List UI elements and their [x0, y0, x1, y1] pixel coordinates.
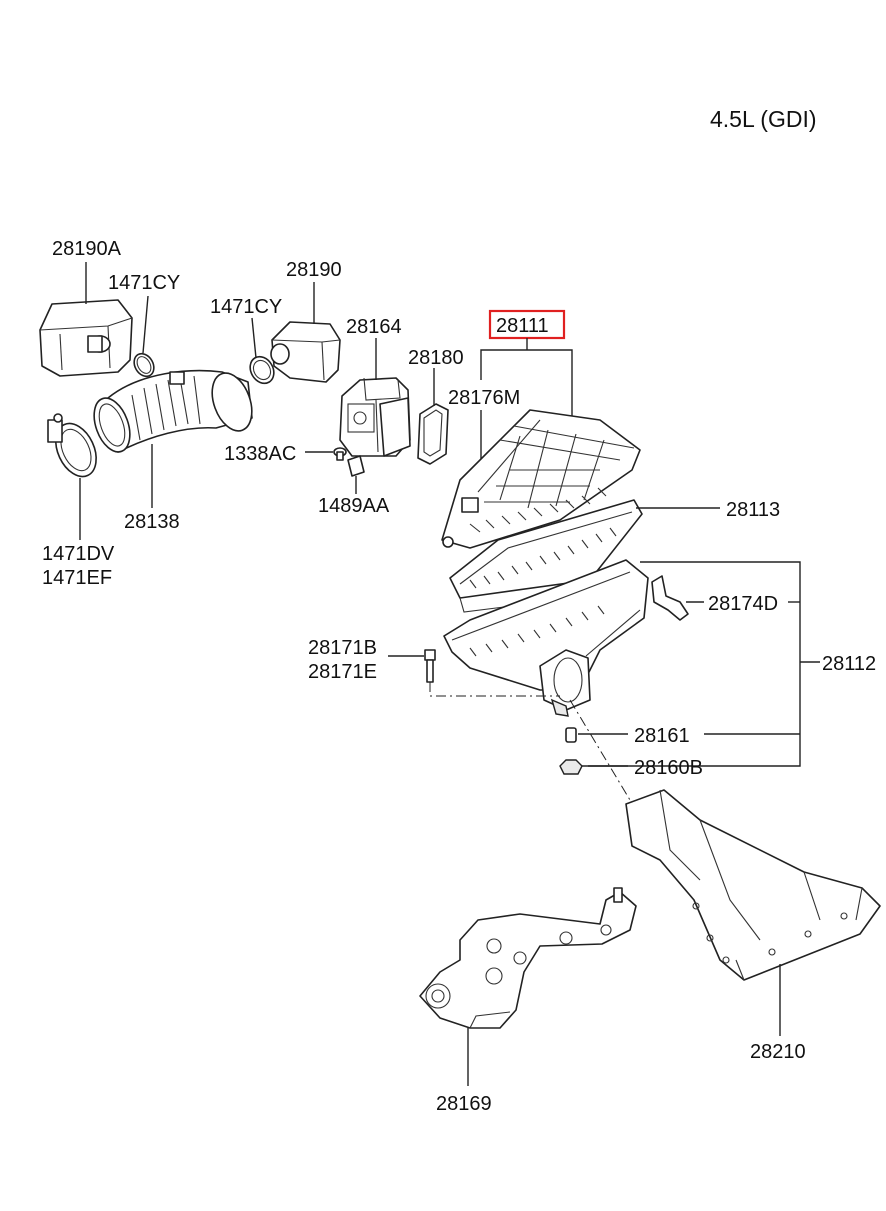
label-28190: 28190 — [286, 259, 342, 281]
part-28171B-bolt[interactable] — [424, 649, 436, 683]
label-28176M: 28176M — [448, 387, 520, 409]
label-28174D: 28174D — [708, 593, 778, 615]
part-28174D-clip[interactable] — [651, 575, 689, 621]
part-28161-grommet[interactable] — [565, 727, 577, 743]
part-28164-maf-sensor[interactable] — [339, 377, 411, 457]
label-28111[interactable]: 28111 — [496, 315, 549, 337]
part-28138-intake-hose[interactable] — [87, 368, 259, 457]
part-28180-gasket[interactable] — [417, 403, 449, 465]
label-1338AC: 1338AC — [224, 443, 296, 465]
part-1489AA-bracket[interactable] — [347, 455, 365, 477]
part-28160B-nut[interactable] — [559, 759, 583, 775]
label-28161: 28161 — [634, 725, 690, 747]
label-28113: 28113 — [726, 499, 780, 521]
label-28171E: 28171E — [308, 661, 377, 683]
label-1471DV: 1471DV — [42, 543, 115, 565]
label-1471CY-b: 1471CY — [210, 296, 282, 318]
part-1471CY-clamp-b[interactable] — [245, 352, 278, 387]
part-1338AC-screw[interactable] — [333, 447, 347, 461]
part-air-cleaner-body[interactable] — [443, 559, 649, 717]
part-28210-air-duct[interactable] — [625, 789, 881, 981]
label-28180: 28180 — [408, 347, 464, 369]
label-1471CY-a: 1471CY — [108, 272, 180, 294]
label-28210: 28210 — [750, 1041, 806, 1063]
engine-title: 4.5L (GDI) — [710, 106, 817, 132]
label-1489AA: 1489AA — [318, 495, 390, 517]
part-1471CY-clamp-a[interactable] — [130, 350, 158, 380]
part-1471DV-clamp[interactable] — [47, 413, 104, 483]
label-28138: 28138 — [124, 511, 180, 533]
part-28190A-resonator[interactable] — [39, 299, 133, 377]
label-28160B: 28160B — [634, 757, 703, 779]
part-28169-bracket[interactable] — [419, 887, 637, 1029]
label-1471EF: 1471EF — [42, 567, 112, 589]
part-28190-resonator[interactable] — [270, 321, 341, 383]
label-28171B: 28171B — [308, 637, 377, 659]
label-28164: 28164 — [346, 316, 402, 338]
label-28190A: 28190A — [52, 238, 122, 260]
label-28112: 28112 — [822, 653, 876, 675]
label-28169: 28169 — [436, 1093, 492, 1115]
